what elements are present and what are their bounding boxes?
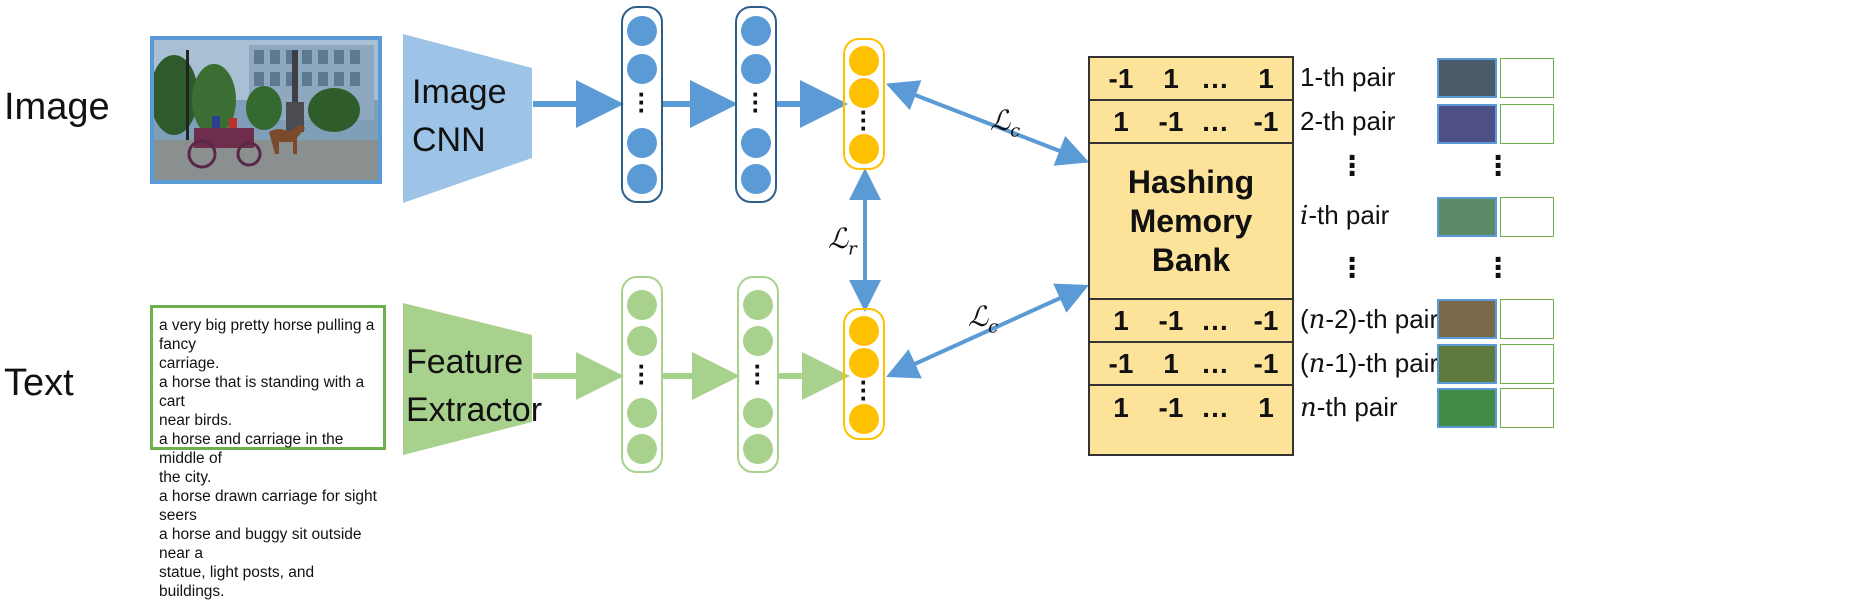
horse-carriage-photo [154,40,378,180]
neuron [743,326,773,356]
ellipsis-dots: ··· [637,79,647,125]
neuron [741,128,771,158]
thumbnail-caption-n [1500,388,1554,428]
ellipsis-dots: ··· [1493,241,1505,295]
neuron [627,54,657,84]
neuron [849,348,879,378]
thumbnail-image-n-2 [1437,299,1497,339]
neuron [741,16,771,46]
neuron [743,398,773,428]
arrow-contrastive-image [885,80,1090,166]
bank-title-line: Bank [1151,241,1231,278]
pair-label-2: 2-th pair [1300,106,1396,136]
image-hidden-layer-2: ··· [735,6,777,203]
neuron [743,434,773,464]
neuron [627,290,657,320]
image-hidden-layer-1: ··· [621,6,663,203]
caption-line: a horse that is standing with a cart [159,374,365,410]
text-hash-code-layer: ··· [843,308,885,440]
image-cnn-label: Image CNN [412,68,507,164]
neuron [741,54,771,84]
pair-label-n: n-th pair [1300,392,1398,423]
ellipsis-dots: ··· [859,97,869,143]
thumbnail-caption-n-1 [1500,344,1554,384]
ellipsis-dots: ··· [1347,139,1359,193]
neuron [627,128,657,158]
thumbnail-image-n [1437,388,1497,428]
thumbnail-image-1 [1437,58,1497,98]
caption-line: the city. [159,469,212,486]
text-hidden-layer-1: ··· [621,276,663,473]
image-cnn-line2: CNN [412,121,486,159]
image-cnn-trapezoid [403,34,532,203]
feature-extractor-line1: Feature [406,343,524,381]
neuron [741,164,771,194]
caption-line: a horse and buggy sit outside near a [159,526,362,562]
thumbnail-image-2 [1437,104,1497,144]
neuron [627,16,657,46]
thumbnail-caption-i [1500,197,1554,237]
image-modality-label: Image [4,86,110,128]
arrow-contrastive-text [886,283,1089,379]
pair-label-i: i-th pair [1300,200,1390,231]
thumbnail-caption-n-2 [1500,299,1554,339]
caption-line: carriage. [159,355,220,372]
thumbnail-caption-2 [1500,104,1554,144]
hash-code-row-n: 1-1 …1 [1113,392,1274,423]
neuron [849,78,879,108]
neuron [627,398,657,428]
thumbnail-caption-1 [1500,58,1554,98]
neuron [849,404,879,434]
ellipsis-dots: ··· [859,367,869,413]
bank-title-line: Memory [1129,202,1253,239]
input-caption-box: a very big pretty horse pulling a fancy … [150,305,386,600]
input-image [150,36,382,184]
contrastive-loss-label-image: ℒc [990,104,1021,142]
pair-label-n-1: (n-1)-th pair [1300,348,1439,379]
caption-line: statue, light posts, and buildings. [159,564,315,600]
ellipsis-dots: ··· [753,351,763,397]
caption-line: near birds. [159,412,233,429]
neuron [849,46,879,76]
neuron [627,434,657,464]
feature-extractor-label: Feature Extractor [406,338,542,434]
hash-code-row-n-2: 1-1 …-1 [1090,300,1292,343]
neuron [627,326,657,356]
bank-title-line: Hashing [1127,163,1255,200]
pair-label-n-2: (n-2)-th pair [1300,304,1439,335]
text-modality-label: Text [4,362,74,404]
thumbnail-image-i [1437,197,1497,237]
neuron [743,290,773,320]
pair-label-1: 1-th pair [1300,62,1396,92]
ellipsis-dots: ··· [637,351,647,397]
contrastive-loss-label-text: ℒc [968,300,999,338]
bank-title: Hashing Memory Bank [1090,144,1292,300]
text-hidden-layer-2: ··· [737,276,779,473]
ellipsis-dots: ··· [751,79,761,125]
image-hash-code-layer: ··· [843,38,885,170]
thumbnail-image-n-1 [1437,344,1497,384]
neuron [627,164,657,194]
caption-line: a horse and carriage in the middle of [159,431,344,467]
caption-line: a very big pretty horse pulling a fancy [159,317,375,353]
diagram-connections [403,34,1090,455]
ellipsis-dots: ··· [1347,241,1359,295]
ellipsis-dots: ··· [1493,139,1505,193]
hash-code-row-2: 1-1 …-1 [1090,101,1292,144]
neuron [849,134,879,164]
neuron [849,316,879,346]
reconstruction-loss-label: ℒr [828,222,857,260]
feature-extractor-trapezoid [403,303,532,455]
caption-line: a horse drawn carriage for sight seers [159,488,377,524]
feature-extractor-line2: Extractor [406,391,543,429]
image-cnn-line1: Image [412,73,507,111]
